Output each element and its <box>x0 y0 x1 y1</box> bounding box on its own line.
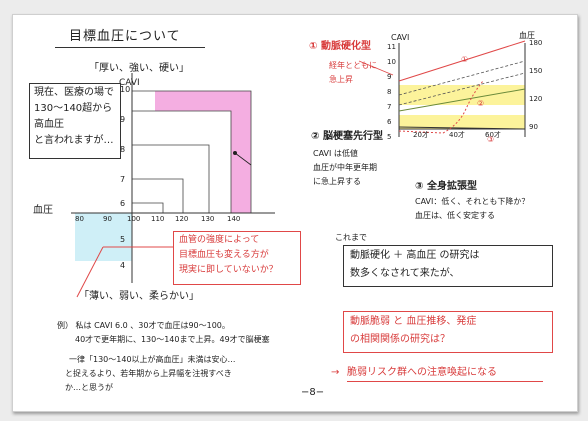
red-note-line: 目標血圧も変える方が <box>179 250 269 260</box>
section-3-title: ③ 全身拡張型 <box>415 181 477 192</box>
top-label: 「厚い、強い、硬い」 <box>89 63 189 74</box>
red-question-box: 動脈脆弱 と 血圧推移、発症 の相関関係の研究は？ <box>343 311 553 353</box>
left-cavi-tick-label: 8 <box>120 145 126 154</box>
left-bp-tick-label: 140 <box>227 215 241 223</box>
section-2-title: ② 脳梗塞先行型 <box>311 131 383 142</box>
right-cavi-tick-label: 7 <box>387 103 392 111</box>
section-2-line: 血圧が中年更年期 <box>313 163 377 172</box>
example-line: か…と思うが <box>65 383 113 392</box>
frame-7 <box>132 178 184 213</box>
center-box: 動脈硬化 ＋ 高血圧 の研究は 数多くなされて来たが、 <box>343 245 553 287</box>
line-1 <box>398 40 526 82</box>
left-bp-tick-label: 110 <box>151 215 165 223</box>
left-bp-tick-label: 80 <box>75 215 84 223</box>
page-number: −8− <box>301 387 325 398</box>
red-note-line: 血管の強度によって <box>179 235 260 245</box>
callout-pointer <box>234 152 252 166</box>
red-note-line: 現実に即していないか？ <box>179 265 278 275</box>
left-cavi-tick-label: 10 <box>120 85 131 94</box>
marker-1: ① <box>461 55 469 64</box>
left-cavi-tick-label: 5 <box>120 235 126 244</box>
red-note-box: 血管の強度によって 目標血圧も変える方が 現実に即していないか？ <box>173 231 301 285</box>
section-3-line: 血圧は、低く安定する <box>415 211 495 220</box>
frame-8 <box>132 144 210 213</box>
left-chart <box>71 73 275 298</box>
left-cavi-tick-label: 6 <box>120 199 126 208</box>
line-dashed-b <box>398 72 526 106</box>
example-line: と捉えるより、若年期から上昇幅を注視すべき <box>65 369 232 378</box>
right-age-tick-label: 20才 <box>413 131 429 139</box>
right-cavi-tick-label: 5 <box>387 133 392 141</box>
left-cavi-tick-label: 7 <box>120 175 126 184</box>
marker-2: ② <box>477 99 485 108</box>
left-cavi-tick-label: 9 <box>120 115 126 124</box>
blue-band <box>75 213 132 261</box>
conclusion-underline <box>347 381 543 382</box>
left-cavi-tick-label: 4 <box>120 261 126 270</box>
pink-band <box>155 91 251 213</box>
section-3-line: CAVI：低く、それとも下降か？ <box>415 197 530 206</box>
frame-9 <box>132 110 232 213</box>
section-2-line: CAVI は低値 <box>313 149 358 158</box>
line-green <box>398 88 526 112</box>
line-dashed-a <box>398 60 526 96</box>
right-cavi-tick-label: 8 <box>387 88 392 96</box>
marker-3: ③ <box>487 135 495 144</box>
right-cavi-label: CAVI <box>391 33 410 42</box>
section-1-note: 経年とともに <box>329 61 377 70</box>
conclusion-arrow: → <box>331 367 340 378</box>
left-bp-tick-label: 130 <box>201 215 215 223</box>
note-box: 現在、医療の場で 130〜140超から 高血圧 と言われますが… <box>29 83 121 159</box>
yellow-band-upper <box>399 85 525 105</box>
section-1-pointer <box>358 60 394 76</box>
note-line: 高血圧 <box>34 119 64 130</box>
example-line: 40才で更年期に、130〜140まで上昇。49才で脳梗塞 <box>75 335 270 344</box>
right-age-tick-label: 60才 <box>485 131 501 139</box>
page-title: 目標血圧について <box>69 29 181 44</box>
left-cavi-label: CAVI <box>119 78 140 88</box>
curve-2 <box>398 80 484 134</box>
left-bp-tick-label: 120 <box>175 215 189 223</box>
center-intro: これまで <box>335 233 367 242</box>
center-line: 数多くなされて来たが、 <box>350 268 460 279</box>
section-1-note: 急上昇 <box>329 75 353 84</box>
left-bp-label: 血圧 <box>33 205 53 216</box>
right-age-tick-label: 40才 <box>449 131 465 139</box>
conclusion-text: 脆弱リスク群への注意喚起になる <box>347 367 497 378</box>
note-line: と言われますが… <box>34 135 114 146</box>
right-cavi-tick-label: 9 <box>387 73 392 81</box>
example-line: 一律「130〜140以上が高血圧」未満は安心… <box>69 355 236 364</box>
left-bp-tick-label: 90 <box>103 215 112 223</box>
red-question-line: の相関関係の研究は？ <box>350 334 450 345</box>
right-bp-tick-label: 180 <box>529 39 543 47</box>
right-cavi-tick-label: 6 <box>387 118 392 126</box>
center-line: 動脈硬化 ＋ 高血圧 の研究は <box>350 250 480 261</box>
yellow-band-lower <box>399 115 525 129</box>
right-chart <box>358 40 526 137</box>
note-line: 現在、医療の場で <box>34 87 114 98</box>
callout-line <box>76 246 104 298</box>
right-cavi-tick-label: 11 <box>387 43 396 51</box>
red-question-line: 動脈脆弱 と 血圧推移、発症 <box>350 316 477 327</box>
left-bp-tick-label: 100 <box>127 215 141 223</box>
example-line: 例） 私は CAVI 6.0 、30才で血圧は90〜100。 <box>57 321 230 330</box>
line-3 <box>398 126 526 130</box>
title-underline <box>55 47 205 48</box>
right-bp-tick-label: 90 <box>529 123 538 131</box>
frame-6 <box>132 202 164 213</box>
section-1-title: ① 動脈硬化型 <box>309 41 371 52</box>
section-2-line: に急上昇する <box>313 177 361 186</box>
document-sheet: 目標血圧について 「厚い、強い、硬い」 CAVI 血圧 「薄い、弱い、柔らかい」… <box>12 14 578 412</box>
right-cavi-tick-label: 10 <box>387 58 396 66</box>
right-bp-tick-label: 150 <box>529 67 543 75</box>
bottom-label: 「薄い、弱い、柔らかい」 <box>79 291 199 302</box>
right-bp-label: 血圧 <box>519 31 535 40</box>
note-line: 130〜140超から <box>34 103 113 114</box>
right-bp-tick-label: 120 <box>529 95 543 103</box>
